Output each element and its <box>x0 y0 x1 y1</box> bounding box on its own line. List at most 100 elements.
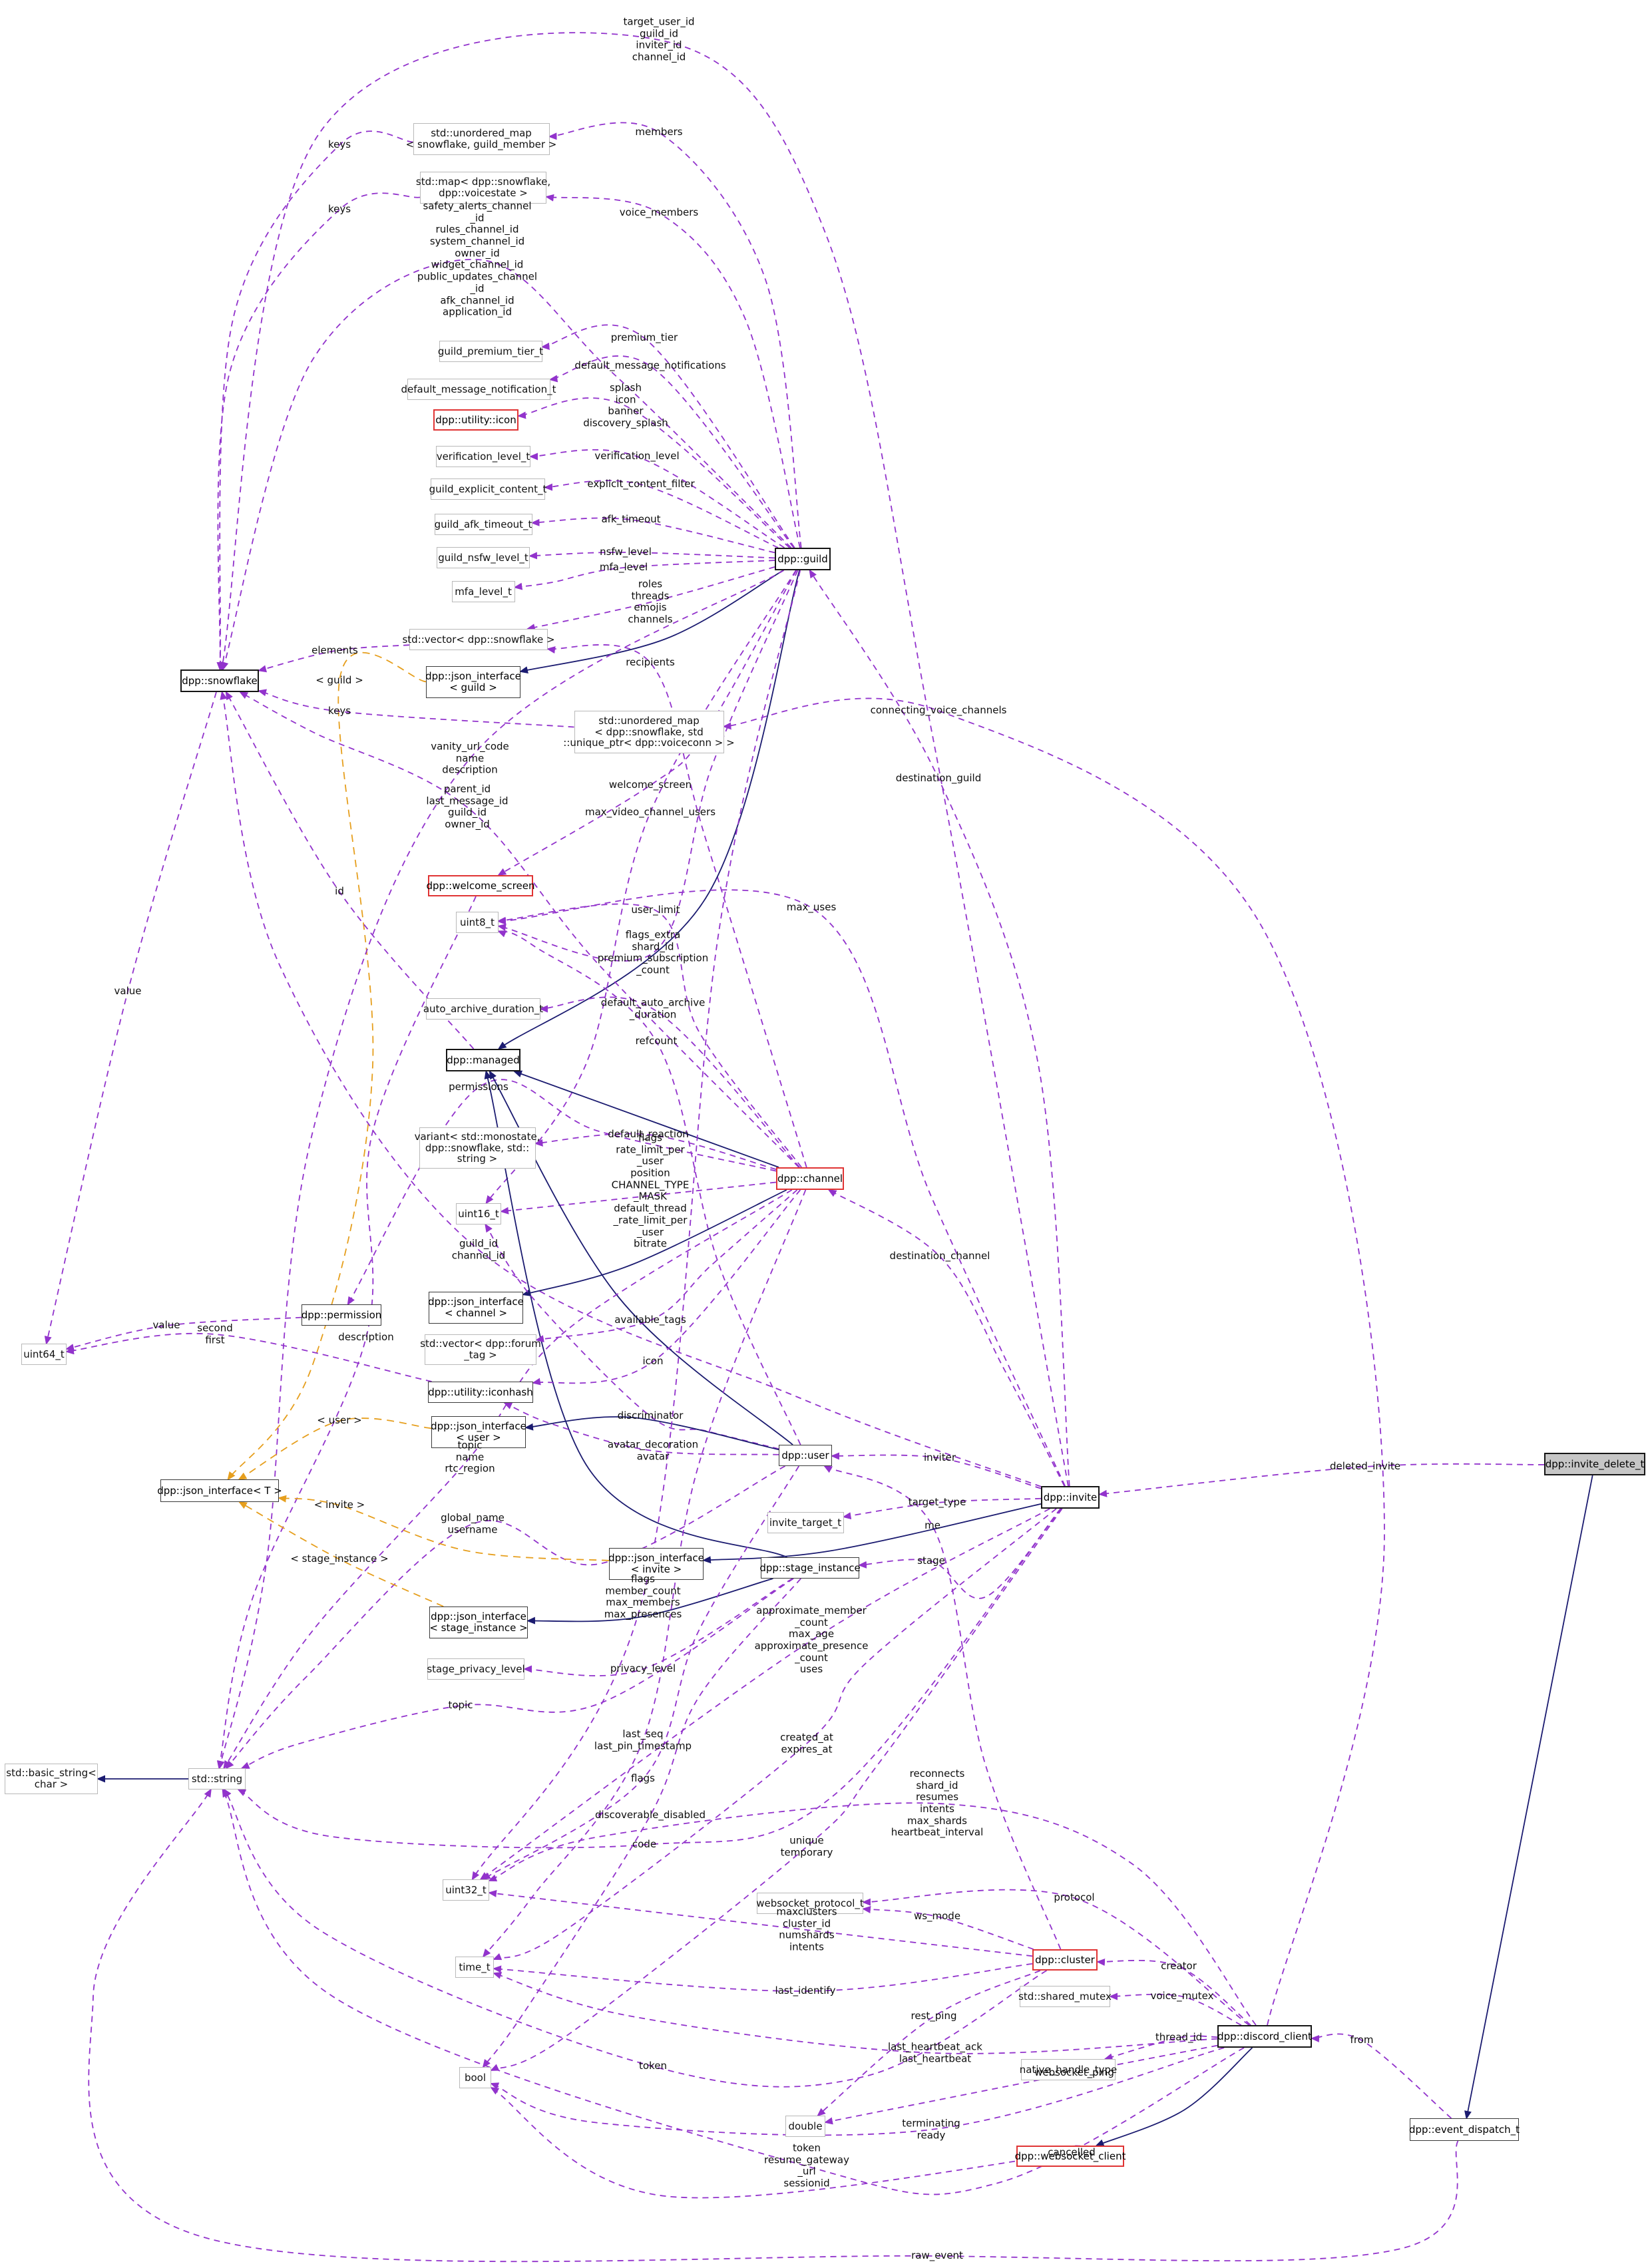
edge-wsclient-to-bool <box>490 2086 1104 2199</box>
node-invite-delete[interactable]: dpp::invite_delete_t <box>1544 1453 1645 1475</box>
node-icon-red[interactable]: dpp::utility::icon <box>433 409 518 431</box>
edge-invite-to-user <box>831 1452 1042 1489</box>
node-ji-stage[interactable]: dpp::json_interface < stage_instance > <box>429 1606 528 1638</box>
edge-dclient-to-wsproto <box>862 1889 1250 2026</box>
edge-dclient-to-double <box>824 2044 1218 2125</box>
node-ji-guild[interactable]: dpp::json_interface < guild > <box>425 666 521 698</box>
edge-snowflake-to-uint64 <box>44 691 217 1345</box>
node-snowflake[interactable]: dpp::snowflake <box>180 669 259 692</box>
node-vec-forum: std::vector< dpp::forum _tag > <box>420 1334 541 1365</box>
node-double: double <box>785 2116 825 2137</box>
edge-dclient-to-umap_vc <box>722 697 1385 2026</box>
edge-ji_guild-to-ji_T <box>227 652 427 1481</box>
edge-stage-to-bool <box>482 1578 801 2068</box>
edge-permission-to-uint64 <box>65 1316 302 1351</box>
node-guild[interactable]: dpp::guild <box>775 548 831 570</box>
edge-guild-to-uint32 <box>471 570 801 1881</box>
edge-guild-to-uint8 <box>497 570 799 962</box>
node-ji-channel[interactable]: dpp::json_interface < channel > <box>428 1292 524 1324</box>
edge-dclient-to-time_t <box>493 1972 1218 2054</box>
node-dclient[interactable]: dpp::discord_client <box>1217 2025 1312 2048</box>
node-nsfw: guild_nsfw_level_t <box>437 547 530 568</box>
edge-guild-to-snowflake <box>221 259 792 671</box>
node-stage[interactable]: dpp::stage_instance <box>759 1557 861 1579</box>
edge-welcome-to-stdstring <box>216 896 477 1770</box>
node-explicit: guild_explicit_content_t <box>429 478 546 500</box>
edge-guild-to-welcome <box>497 570 797 876</box>
node-priv: stage_privacy_level <box>427 1658 525 1680</box>
edge-channel-to-time_t <box>482 1189 807 1958</box>
node-channel[interactable]: dpp::channel <box>776 1167 844 1190</box>
edge-user-to-ji_user <box>524 1416 779 1451</box>
edge-guild-to-map_vs <box>545 194 801 548</box>
edge-channel-to-aad <box>539 996 800 1168</box>
edge-guild-to-icon_red <box>517 397 790 548</box>
edge-dclient-to-nht <box>1104 2035 1218 2061</box>
edge-vec_snow-to-snowflake <box>258 644 410 673</box>
edge-dclient-to-cluster <box>1096 1959 1251 2026</box>
edge-channel-to-uint16 <box>500 1181 777 1215</box>
edge-guild-to-ji_guild <box>519 570 784 673</box>
edge-invite_delete-to-event_dispatch <box>1464 1475 1593 2120</box>
edge-cluster-to-wsproto <box>862 1906 1034 1950</box>
node-wsclient[interactable]: dpp::websocket_client <box>1015 2146 1126 2167</box>
node-ji-T[interactable]: dpp::json_interface< T > <box>157 1479 282 1502</box>
edge-dclient-to-stdstring <box>222 1788 1245 2195</box>
edge-stage-to-ji_stage <box>526 1578 773 1624</box>
edge-invite-to-stage <box>858 1508 1062 1599</box>
edge-ji_stage-to-ji_T <box>238 1501 444 1607</box>
node-mfa: mfa_level_t <box>451 581 515 602</box>
node-umap-vc: std::unordered_map < dpp::snowflake, std… <box>563 711 735 753</box>
edge-user-to-uint8 <box>497 930 801 1445</box>
edge-channel-to-uint8 <box>497 903 802 1168</box>
node-uint8: uint8_t <box>456 912 499 933</box>
edge-invite-to-snowflake <box>220 691 1042 1487</box>
edge-channel-to-variant <box>534 1133 777 1171</box>
node-sharedmutex: std::shared_mutex <box>1018 1986 1112 2007</box>
edge-invite-to-bool <box>490 1508 1063 2071</box>
edge-event_dispatch-to-dclient <box>1311 2033 1452 2119</box>
edge-guild-to-mfa <box>513 560 775 590</box>
edge-cluster-to-uint32 <box>488 1889 1033 1957</box>
node-permission[interactable]: dpp::permission <box>302 1304 381 1326</box>
edge-guild-to-explicit <box>544 480 779 548</box>
edge-user-to-uint32 <box>481 1465 800 1881</box>
node-basic-string: std::basic_string< char > <box>5 1764 98 1794</box>
node-welcome[interactable]: dpp::welcome_screen <box>427 875 534 896</box>
node-ji-invite[interactable]: dpp::json_interface < invite > <box>608 1548 704 1580</box>
node-event-dispatch[interactable]: dpp::event_dispatch_t <box>1409 2118 1520 2141</box>
edge-managed-to-snowflake <box>225 691 475 1049</box>
edge-umap_gm-to-snowflake <box>216 130 413 671</box>
edge-guild-to-verif <box>529 449 785 548</box>
node-cluster[interactable]: dpp::cluster <box>1032 1949 1098 1971</box>
node-time-t: time_t <box>455 1957 494 1978</box>
node-uint16: uint16_t <box>456 1203 501 1225</box>
node-invite[interactable]: dpp::invite <box>1041 1486 1100 1509</box>
node-uint32: uint32_t <box>443 1879 489 1901</box>
edge-channel-to-ji_channel <box>522 1189 787 1296</box>
node-verif: verification_level_t <box>436 446 530 467</box>
node-managed[interactable]: dpp::managed <box>446 1049 520 1071</box>
edge-invite-to-stdstring <box>237 1508 1062 1849</box>
edge-stage-to-priv <box>523 1578 793 1676</box>
edge-invite-to-ji_invite <box>702 1503 1042 1564</box>
edge-stage-to-stdstring <box>240 1578 794 1769</box>
edge-guild-to-umap_gm <box>548 122 802 548</box>
node-user[interactable]: dpp::user <box>779 1445 832 1466</box>
edge-invite-to-target_t <box>842 1497 1042 1520</box>
node-iconhash[interactable]: dpp::utility::iconhash <box>428 1382 533 1403</box>
node-afk: guild_afk_timeout_t <box>434 514 532 535</box>
edge-cluster-to-time_t <box>493 1963 1033 1992</box>
node-map-vs: std::map< dpp::snowflake, dpp::voicestat… <box>416 172 550 204</box>
node-aad: auto_archive_duration_t <box>423 998 543 1020</box>
edge-channel-to-vec_snow <box>546 644 807 1168</box>
edge-channel-to-permission <box>347 1079 777 1306</box>
node-ji-user[interactable]: dpp::json_interface < user > <box>431 1416 526 1448</box>
edge-invite-to-guild <box>809 569 1070 1487</box>
node-umap-gm: std::unordered_map < snowflake, guild_me… <box>406 123 556 155</box>
edge-user-to-iconhash <box>503 1402 779 1455</box>
edge-channel-to-managed <box>513 1070 779 1168</box>
edge-ji_user-to-ji_T <box>238 1418 432 1481</box>
edge-guild-to-managed <box>497 570 800 1050</box>
